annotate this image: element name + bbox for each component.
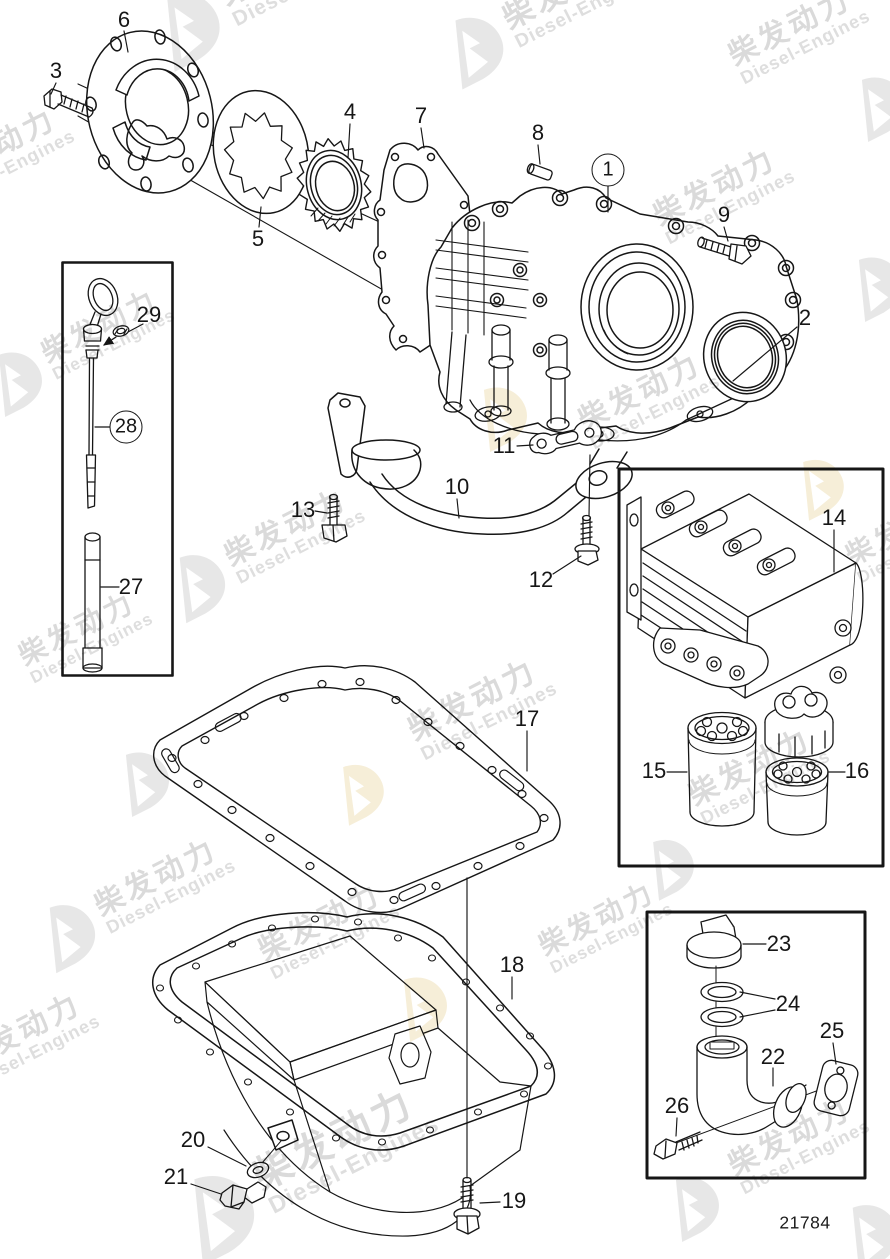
part-17-sump-gasket xyxy=(153,665,561,914)
part-18-oil-pan xyxy=(152,911,556,1237)
part-15-oil-filter xyxy=(687,711,757,827)
part-28-dipstick xyxy=(82,277,119,509)
part-27-dipstick-tube xyxy=(82,532,103,673)
part-26-bolt xyxy=(653,1131,703,1160)
part-3-bolt xyxy=(43,88,94,118)
part-6-flange-plate xyxy=(85,29,215,194)
part-13-bolt xyxy=(321,493,348,543)
part-9-bolt xyxy=(697,236,752,265)
part-5-toothed-disc xyxy=(212,89,310,215)
part-24-sealing-rings xyxy=(700,981,744,1028)
part-16-oil-filter xyxy=(765,757,829,836)
inset-box-oil-cooler xyxy=(617,467,885,868)
part-12-bolt xyxy=(574,514,600,566)
part-21-drain-plug xyxy=(219,1181,267,1210)
part-19-bolt xyxy=(453,1176,481,1235)
part-29-seal xyxy=(112,325,130,337)
part-22-filler-pipe xyxy=(696,1035,807,1136)
inset-box-dipstick xyxy=(61,261,174,677)
part-23-filler-cap xyxy=(686,914,742,969)
part-4-sprocket xyxy=(296,137,372,233)
part-25-flange-gasket xyxy=(813,1059,859,1117)
part-2-seal-ring xyxy=(702,311,788,403)
inset-box-oil-filler xyxy=(645,910,867,1180)
bypass-cap xyxy=(764,685,834,758)
part-14-oil-cooler xyxy=(626,490,864,699)
drawing-number: 21784 xyxy=(779,1212,831,1233)
part-8-pin xyxy=(526,163,553,181)
